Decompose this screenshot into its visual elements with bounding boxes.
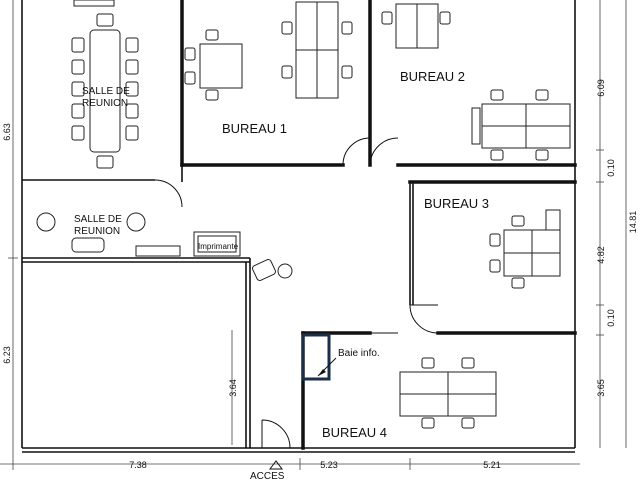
dimension-labels: 6.63 6.23 3.64 6.09 0.10 4.82 0.10 3.65 … — [2, 79, 638, 470]
entrance-label: ACCES — [250, 471, 285, 480]
dim-bottom-2: 5.23 — [320, 460, 338, 470]
corridor-chair — [252, 259, 293, 281]
dim-inner-vertical: 3.64 — [228, 379, 238, 397]
dim-right-3: 4.82 — [596, 246, 606, 264]
meeting-room-1-furniture — [71, 0, 139, 169]
walls — [21, 0, 577, 453]
door-bureau1 — [342, 137, 371, 166]
door-acces — [261, 419, 291, 449]
doors — [154, 137, 439, 449]
entrance-marker — [269, 460, 283, 470]
office-3-furniture — [489, 209, 561, 289]
dim-left-top: 6.63 — [2, 123, 12, 141]
room-labels: SALLE DE REUNION SALLE DE REUNION BUREAU… — [74, 69, 489, 480]
room-label-bureau-2: BUREAU 2 — [400, 69, 465, 84]
server-rack-label: Baie info. — [338, 348, 380, 359]
dim-right-1: 6.09 — [596, 79, 606, 97]
room-label-bureau-4: BUREAU 4 — [322, 425, 387, 440]
dim-left-bottom: 6.23 — [2, 346, 12, 364]
server-rack — [301, 333, 337, 381]
dim-bottom-1: 7.38 — [129, 460, 147, 470]
room-label-bureau-3: BUREAU 3 — [424, 196, 489, 211]
room-label-reunion-1b: REUNION — [82, 98, 128, 109]
meeting-room-2-furniture — [36, 212, 181, 257]
dim-right-total: 14.81 — [628, 211, 638, 234]
printer-label: Imprimante — [198, 242, 239, 251]
dim-right-5: 3.65 — [596, 379, 606, 397]
office-2-furniture — [381, 3, 571, 161]
room-label-reunion-2b: REUNION — [74, 226, 120, 237]
room-label-bureau-1: BUREAU 1 — [222, 121, 287, 136]
printer — [193, 231, 241, 257]
dim-right-4: 0.10 — [606, 309, 616, 327]
office-4-furniture — [399, 357, 497, 429]
dim-right-2: 0.10 — [606, 159, 616, 177]
dim-bottom-3: 5.21 — [483, 460, 501, 470]
door-bureau3 — [409, 304, 439, 334]
office-1-furniture — [184, 1, 353, 101]
door-bureau2 — [369, 137, 399, 166]
room-label-reunion-1a: SALLE DE — [82, 86, 130, 97]
dimension-lines — [0, 0, 627, 470]
door-corridor — [154, 179, 183, 208]
room-label-reunion-2a: SALLE DE — [74, 214, 122, 225]
